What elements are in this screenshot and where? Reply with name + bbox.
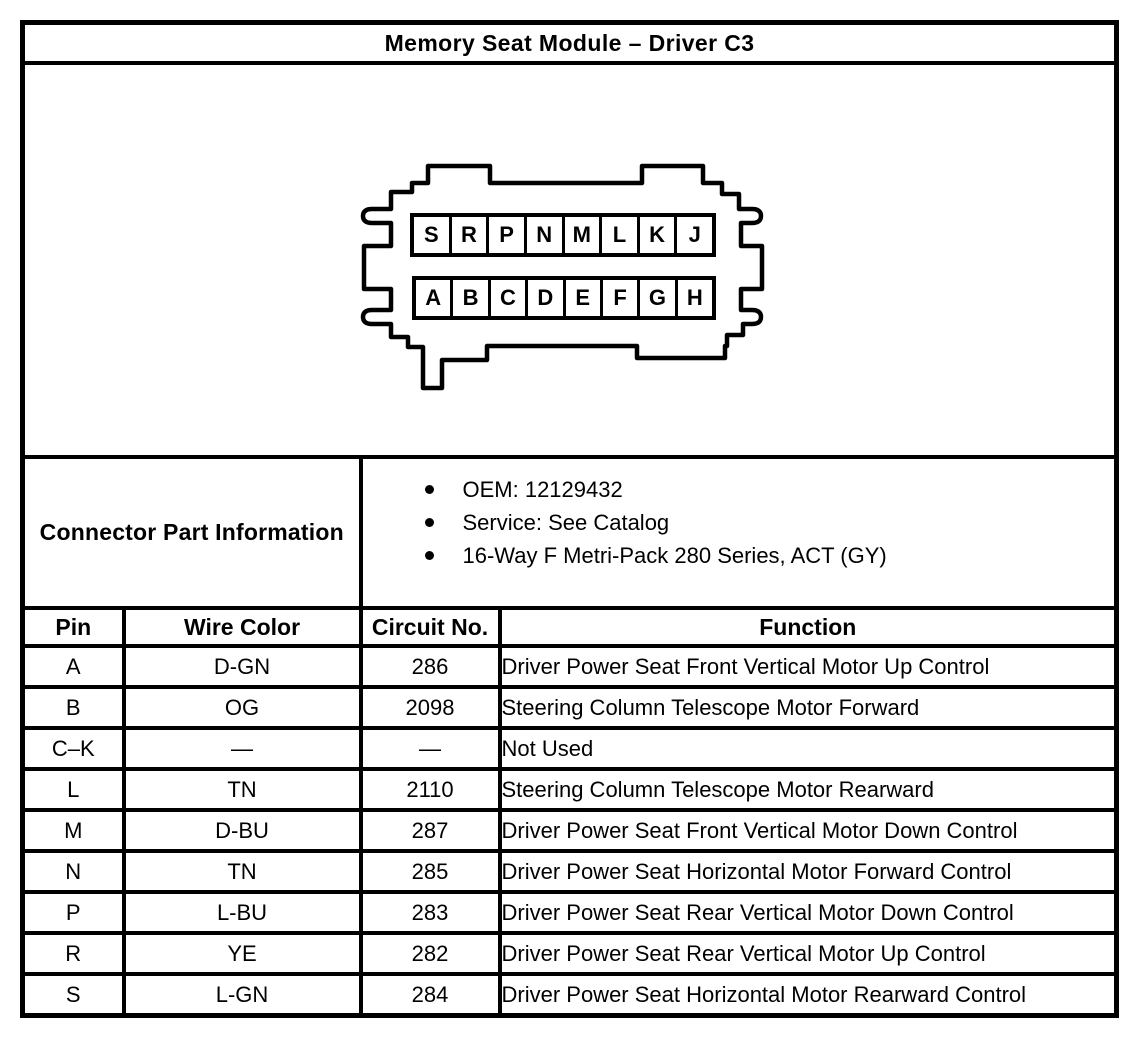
- pin-cell-c: C: [487, 280, 525, 316]
- bullet-item-series: 16-Way F Metri-Pack 280 Series, ACT (GY): [424, 539, 1113, 572]
- table-row: P L-BU 283 Driver Power Seat Rear Vertic…: [20, 890, 1119, 935]
- cell-pin: S: [20, 972, 126, 1018]
- cell-wire-color: D-BU: [121, 808, 363, 853]
- cell-pin: P: [20, 890, 126, 935]
- table-row: C–K — — Not Used: [20, 726, 1119, 771]
- connector-spec-table: Memory Seat Module – Driver C3 Connector…: [20, 20, 1120, 1018]
- table-row: M D-BU 287 Driver Power Seat Front Verti…: [20, 808, 1119, 853]
- pin-grid-bottom-row: A B C D E F G H: [412, 276, 716, 320]
- cell-wire-color: TN: [121, 849, 363, 894]
- cell-wire-color: L-GN: [121, 972, 363, 1018]
- cell-wire-color: OG: [121, 685, 363, 730]
- cell-function: Driver Power Seat Horizontal Motor Rearw…: [497, 972, 1119, 1018]
- cell-wire-color: L-BU: [121, 890, 363, 935]
- part-info-bullet-list: OEM: 12129432 Service: See Catalog 16-Wa…: [424, 473, 1113, 572]
- pin-cell-r: R: [448, 217, 487, 253]
- pin-cell-s: S: [423, 222, 439, 247]
- cell-circuit-no: 2110: [358, 767, 502, 812]
- pin-cell-e: E: [562, 280, 600, 316]
- table-header-row: Pin Wire Color Circuit No. Function: [20, 606, 1119, 648]
- table-row: B OG 2098 Steering Column Telescope Moto…: [20, 685, 1119, 730]
- cell-function: Driver Power Seat Rear Vertical Motor Up…: [497, 931, 1119, 976]
- pin-cell-n: N: [523, 217, 562, 253]
- col-header-wire-color: Wire Color: [121, 606, 363, 648]
- part-info-row: Connector Part Information OEM: 12129432…: [20, 455, 1119, 610]
- cell-function: Driver Power Seat Front Vertical Motor U…: [497, 644, 1119, 689]
- cell-wire-color: D-GN: [121, 644, 363, 689]
- cell-function: Steering Column Telescope Motor Forward: [497, 685, 1119, 730]
- pin-grid-top-row: S R P N M L K J: [410, 213, 716, 257]
- cell-circuit-no: 2098: [358, 685, 502, 730]
- cell-pin: R: [20, 931, 126, 976]
- table-row: L TN 2110 Steering Column Telescope Moto…: [20, 767, 1119, 812]
- cell-pin: A: [20, 644, 126, 689]
- bullet-item-oem: OEM: 12129432: [424, 473, 1113, 506]
- table-row: A D-GN 286 Driver Power Seat Front Verti…: [20, 644, 1119, 689]
- cell-circuit-no: 287: [358, 808, 502, 853]
- pin-cell-p: P: [486, 217, 524, 253]
- cell-circuit-no: 284: [358, 972, 502, 1018]
- col-header-circuit-no: Circuit No.: [358, 606, 502, 648]
- cell-circuit-no: 282: [358, 931, 502, 976]
- cell-wire-color: —: [121, 726, 363, 771]
- pin-cell-h: H: [674, 280, 712, 316]
- col-header-function: Function: [497, 606, 1119, 648]
- pin-cell-a: A: [425, 285, 442, 310]
- cell-circuit-no: —: [358, 726, 502, 771]
- connector-diagram-cell: [20, 61, 1119, 459]
- cell-pin: L: [20, 767, 126, 812]
- cell-function: Driver Power Seat Front Vertical Motor D…: [497, 808, 1119, 853]
- cell-function: Not Used: [497, 726, 1119, 771]
- pin-cell-d: D: [525, 280, 562, 316]
- pin-cell-b: B: [450, 280, 487, 316]
- cell-pin: M: [20, 808, 126, 853]
- cell-pin: C–K: [20, 726, 126, 771]
- pin-cell-m: M: [561, 217, 600, 253]
- part-info-bullets: OEM: 12129432 Service: See Catalog 16-Wa…: [358, 455, 1119, 610]
- cell-circuit-no: 285: [358, 849, 502, 894]
- pin-cell-k: K: [636, 217, 675, 253]
- cell-function: Driver Power Seat Rear Vertical Motor Do…: [497, 890, 1119, 935]
- table-row: N TN 285 Driver Power Seat Horizontal Mo…: [20, 849, 1119, 894]
- pin-cell-g: G: [637, 280, 674, 316]
- part-info-label: Connector Part Information: [20, 455, 363, 610]
- cell-wire-color: TN: [121, 767, 363, 812]
- cell-circuit-no: 286: [358, 644, 502, 689]
- cell-function: Driver Power Seat Horizontal Motor Forwa…: [497, 849, 1119, 894]
- cell-pin: B: [20, 685, 126, 730]
- page-title: Memory Seat Module – Driver C3: [20, 20, 1119, 65]
- cell-wire-color: YE: [121, 931, 363, 976]
- cell-circuit-no: 283: [358, 890, 502, 935]
- cell-function: Steering Column Telescope Motor Rearward: [497, 767, 1119, 812]
- diagram-row: [20, 61, 1119, 459]
- pin-cell-j: J: [674, 217, 712, 253]
- table-row: S L-GN 284 Driver Power Seat Horizontal …: [20, 972, 1119, 1018]
- col-header-pin: Pin: [20, 606, 126, 648]
- bullet-item-service: Service: See Catalog: [424, 506, 1113, 539]
- table-row: R YE 282 Driver Power Seat Rear Vertical…: [20, 931, 1119, 976]
- pin-cell-f: F: [599, 280, 637, 316]
- title-row: Memory Seat Module – Driver C3: [20, 20, 1119, 65]
- cell-pin: N: [20, 849, 126, 894]
- pin-cell-l: L: [599, 217, 637, 253]
